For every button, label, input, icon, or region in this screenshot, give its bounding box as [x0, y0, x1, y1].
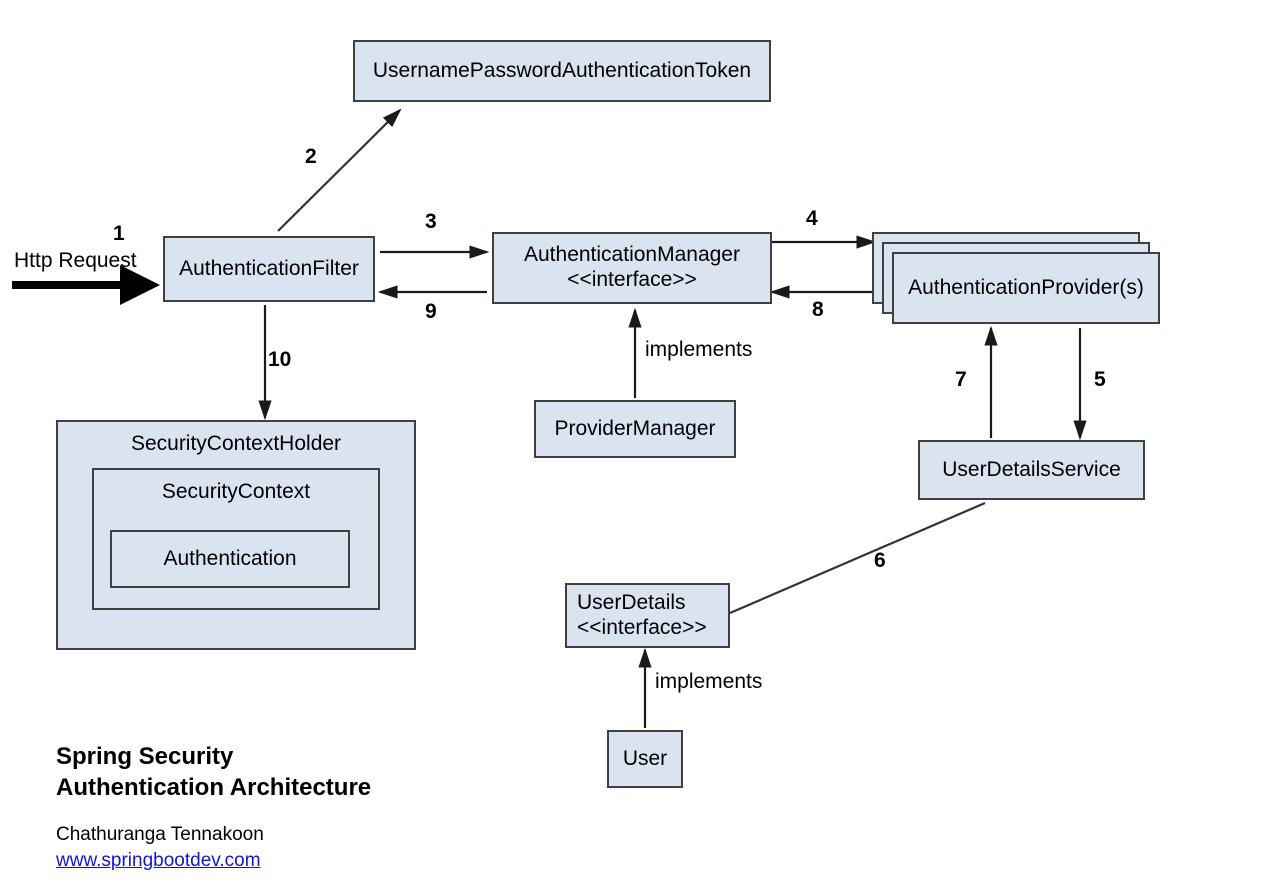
step-number-2: 2	[305, 145, 317, 168]
node-user[interactable]: User	[607, 730, 683, 788]
node-label: UserDetailsService	[942, 457, 1121, 481]
node-provider-manager[interactable]: ProviderManager	[534, 400, 736, 458]
node-stereotype: <<interface>>	[577, 615, 707, 639]
node-label: UserDetails	[577, 590, 686, 614]
step-number-5: 5	[1094, 368, 1106, 391]
label-http-request: Http Request	[14, 249, 137, 272]
author-name: Chathuranga Tennakoon	[56, 824, 264, 845]
node-label: AuthenticationProvider(s)	[908, 275, 1144, 299]
step-number-4: 4	[806, 207, 818, 230]
node-user-details[interactable]: UserDetails <<interface>>	[565, 583, 730, 648]
website-link[interactable]: www.springbootdev.com	[56, 850, 261, 871]
title-line-2: Authentication Architecture	[56, 773, 372, 801]
edge-userdetails-to-service	[729, 501, 986, 615]
node-label: Authentication	[163, 546, 297, 570]
node-label: User	[622, 746, 668, 770]
node-stereotype: <<interface>>	[567, 268, 697, 291]
edge-filter-to-token	[277, 108, 402, 232]
node-authentication-filter[interactable]: AuthenticationFilter	[163, 236, 375, 302]
node-authentication-manager[interactable]: AuthenticationManager <<interface>>	[492, 232, 772, 304]
node-user-details-service[interactable]: UserDetailsService	[918, 440, 1145, 500]
step-number-1: 1	[113, 222, 125, 245]
label-implements-provider-manager: implements	[645, 338, 753, 361]
diagram-title: Spring Security Authentication Architect…	[56, 742, 371, 803]
node-label: SecurityContextHolder	[130, 432, 342, 455]
step-number-9: 9	[425, 300, 437, 323]
node-label: AuthenticationFilter	[179, 256, 359, 280]
node-label: UsernamePasswordAuthenticationToken	[372, 58, 752, 82]
node-label: ProviderManager	[554, 416, 716, 440]
step-number-3: 3	[425, 210, 437, 233]
node-label: SecurityContext	[161, 480, 311, 503]
node-authentication-provider[interactable]: AuthenticationProvider(s)	[892, 252, 1160, 324]
step-number-6: 6	[874, 549, 886, 572]
step-number-10: 10	[268, 348, 292, 371]
node-authentication[interactable]: Authentication	[110, 530, 350, 588]
label-implements-user: implements	[655, 670, 763, 693]
node-username-password-authentication-token[interactable]: UsernamePasswordAuthenticationToken	[353, 40, 771, 102]
node-label: AuthenticationManager	[524, 243, 740, 267]
title-line-1: Spring Security	[56, 743, 234, 770]
step-number-7: 7	[955, 368, 967, 391]
step-number-8: 8	[812, 298, 824, 321]
